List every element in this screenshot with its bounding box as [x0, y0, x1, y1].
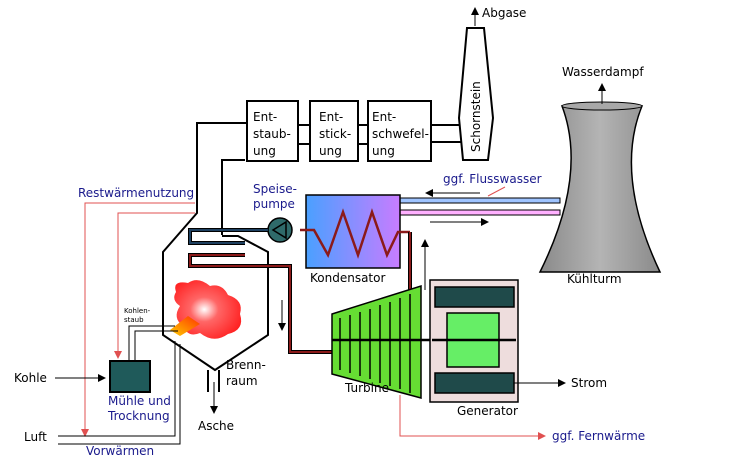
- flusswasser-pointer: [487, 186, 506, 197]
- entstaubung-line3: ung: [253, 144, 276, 158]
- muehle-line2: Trocknung: [107, 409, 170, 423]
- turbine: [331, 284, 515, 399]
- entstickung-line2: stick-: [319, 127, 351, 141]
- turbine-label: Turbine: [344, 381, 389, 395]
- kohlenstaub-line2: staub: [124, 316, 144, 324]
- kohlenstaub-line1: Kohlen-: [124, 307, 151, 315]
- air-intake-duct: [58, 341, 181, 445]
- mill: [109, 360, 151, 393]
- entschwefelung-line2: schwefel-: [372, 127, 429, 141]
- entstaubung-line1: Ent-: [253, 110, 277, 124]
- entstickung-box: Ent- stick- ung: [309, 100, 359, 162]
- entstaubung-line2: staub-: [253, 127, 291, 141]
- entstickung-line1: Ent-: [319, 110, 343, 124]
- flue-gas-duct: [196, 122, 461, 235]
- speisepumpe-line2: pumpe: [253, 197, 295, 211]
- brennraum-line1: Brenn-: [226, 358, 266, 372]
- generator: [429, 279, 519, 403]
- coal-dust-duct: [128, 325, 178, 361]
- kuehlturm-label: Kühlturm: [567, 272, 622, 286]
- entschwefelung-line1: Ent-: [372, 110, 396, 124]
- entstaubung-box: Ent- staub- ung: [246, 100, 299, 162]
- luft-label: Luft: [24, 430, 47, 444]
- restwaerme-label: Restwärmenutzung: [78, 186, 194, 200]
- generator-label: Generator: [457, 404, 518, 418]
- strom-label: Strom: [571, 376, 607, 390]
- asche-label: Asche: [198, 419, 234, 433]
- kondensator-label: Kondensator: [310, 271, 385, 285]
- cooling-tower: [538, 101, 662, 273]
- brennraum-line2: raum: [226, 374, 258, 388]
- chimney: Schornstein: [457, 27, 495, 161]
- restwaerme-lines: [81, 202, 195, 437]
- condenser: [300, 194, 410, 269]
- flusswasser-label: ggf. Flusswasser: [443, 172, 542, 186]
- fernwaerme-label: ggf. Fernwärme: [552, 429, 645, 443]
- chimney-label: Schornstein: [469, 81, 483, 152]
- feedwater-pipe: [188, 228, 268, 245]
- muehle-line1: Mühle und: [108, 394, 171, 408]
- entstickung-line3: ung: [319, 144, 342, 158]
- feed-pump: [267, 217, 293, 243]
- fernwaerme-line: [399, 395, 546, 440]
- wasserdampf-label: Wasserdampf: [562, 65, 644, 79]
- entschwefelung-line3: ung: [372, 144, 395, 158]
- cooling-water-lines: [383, 197, 561, 216]
- entschwefelung-box: Ent- schwefel- ung: [367, 100, 432, 162]
- speisepumpe-line1: Speise-: [253, 182, 297, 196]
- vorwaermen-label: Vorwärmen: [86, 444, 154, 458]
- kohle-label: Kohle: [14, 371, 47, 385]
- abgase-label: Abgase: [482, 6, 526, 20]
